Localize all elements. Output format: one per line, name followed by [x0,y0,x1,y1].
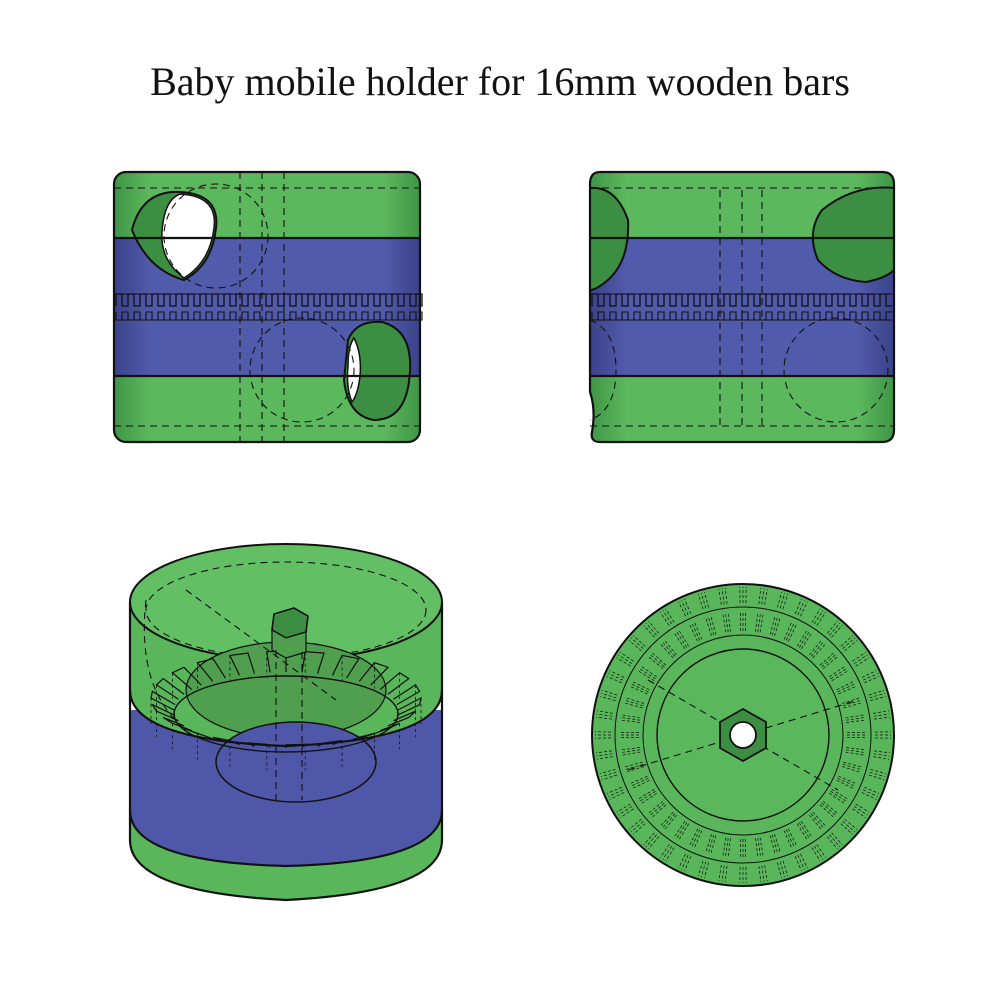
iso-gear-teeth [150,650,422,771]
side-bar-hole-right [811,186,895,284]
front-view [112,170,423,444]
page-title: Baby mobile holder for 16mm wooden bars [150,59,850,104]
side-view [588,170,896,444]
top-center-hole [729,721,757,749]
front-bar-hole-upper-opening [161,193,216,279]
front-bar-hole-lower [342,320,412,422]
iso-center-bore [215,721,377,803]
isometric-view [128,543,444,902]
top-view [591,583,895,887]
side-gear-teeth [591,293,892,321]
front-gear-teeth [115,293,423,321]
